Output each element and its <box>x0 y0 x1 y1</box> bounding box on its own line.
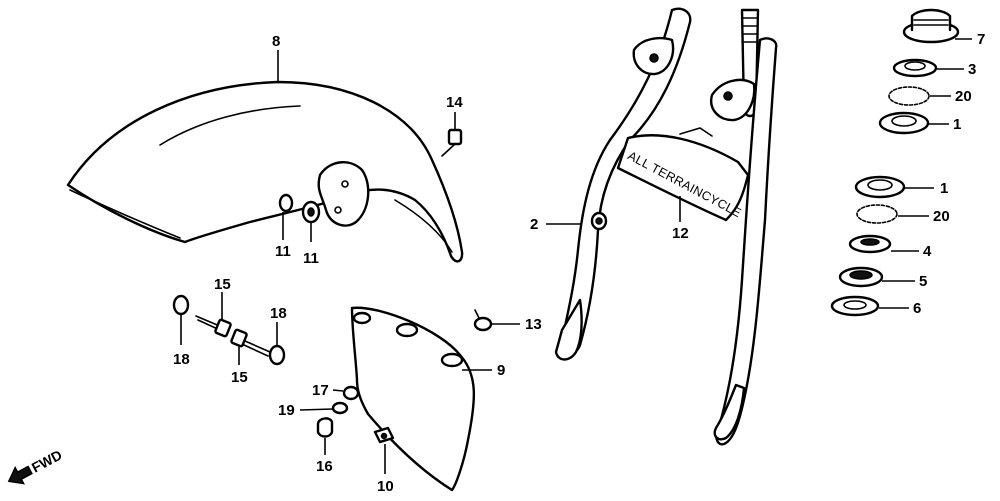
callout-11-a: 11 <box>275 243 291 260</box>
bolt-15-upper <box>195 315 232 338</box>
bolt-15-lower <box>230 328 271 357</box>
callout-9: 9 <box>497 362 505 379</box>
cap-16 <box>316 417 334 438</box>
cup-1-upper <box>878 111 930 135</box>
nut-17 <box>342 385 360 401</box>
cup-1-lower <box>854 175 906 199</box>
washer-18-right <box>268 344 286 366</box>
callout-4: 4 <box>923 243 932 260</box>
callout-1-b: 1 <box>940 180 948 197</box>
washers-11 <box>278 193 321 224</box>
fwd-label: FWD <box>29 447 65 476</box>
forward-direction-indicator: FWD <box>7 447 65 485</box>
callout-12: 12 <box>672 225 689 242</box>
callout-5: 5 <box>919 273 927 290</box>
callout-1-a: 1 <box>953 116 961 133</box>
callout-2: 2 <box>530 216 538 233</box>
callout-18-a: 18 <box>173 351 190 368</box>
callout-14: 14 <box>446 94 463 111</box>
race-4 <box>848 234 892 254</box>
front-fender <box>66 80 464 263</box>
leader-lines <box>180 38 972 474</box>
screw-13 <box>473 309 493 332</box>
callout-19: 19 <box>278 402 295 419</box>
callout-20-b: 20 <box>933 208 950 225</box>
callout-7: 7 <box>977 31 985 48</box>
callout-13: 13 <box>525 316 542 333</box>
callout-6: 6 <box>913 300 921 317</box>
callout-17: 17 <box>312 382 329 399</box>
callout-20-a: 20 <box>955 88 972 105</box>
callout-15-a: 15 <box>214 276 231 293</box>
seal-5 <box>838 266 884 288</box>
adjusting-nut-7 <box>902 8 960 44</box>
mud-flap <box>350 306 476 492</box>
washer-6 <box>830 295 880 317</box>
bolt-14 <box>441 128 463 157</box>
callout-3: 3 <box>968 61 976 78</box>
steel-balls-20-upper <box>888 86 930 106</box>
callout-11-b: 11 <box>303 250 319 267</box>
washer-18-left <box>172 294 190 316</box>
callout-18-b: 18 <box>270 305 287 322</box>
callout-numbers: 8 14 11 11 15 18 15 18 9 13 17 19 16 10 … <box>173 31 985 495</box>
callout-8: 8 <box>272 33 280 50</box>
callout-10: 10 <box>377 478 394 495</box>
forward-arrow-icon <box>7 465 33 485</box>
callout-16: 16 <box>316 458 333 475</box>
steel-balls-20-lower <box>856 204 898 224</box>
clip-10 <box>373 426 395 444</box>
race-3 <box>892 58 938 78</box>
washer-19 <box>331 401 349 415</box>
callout-15-b: 15 <box>231 369 248 386</box>
fork-frame <box>554 7 778 446</box>
